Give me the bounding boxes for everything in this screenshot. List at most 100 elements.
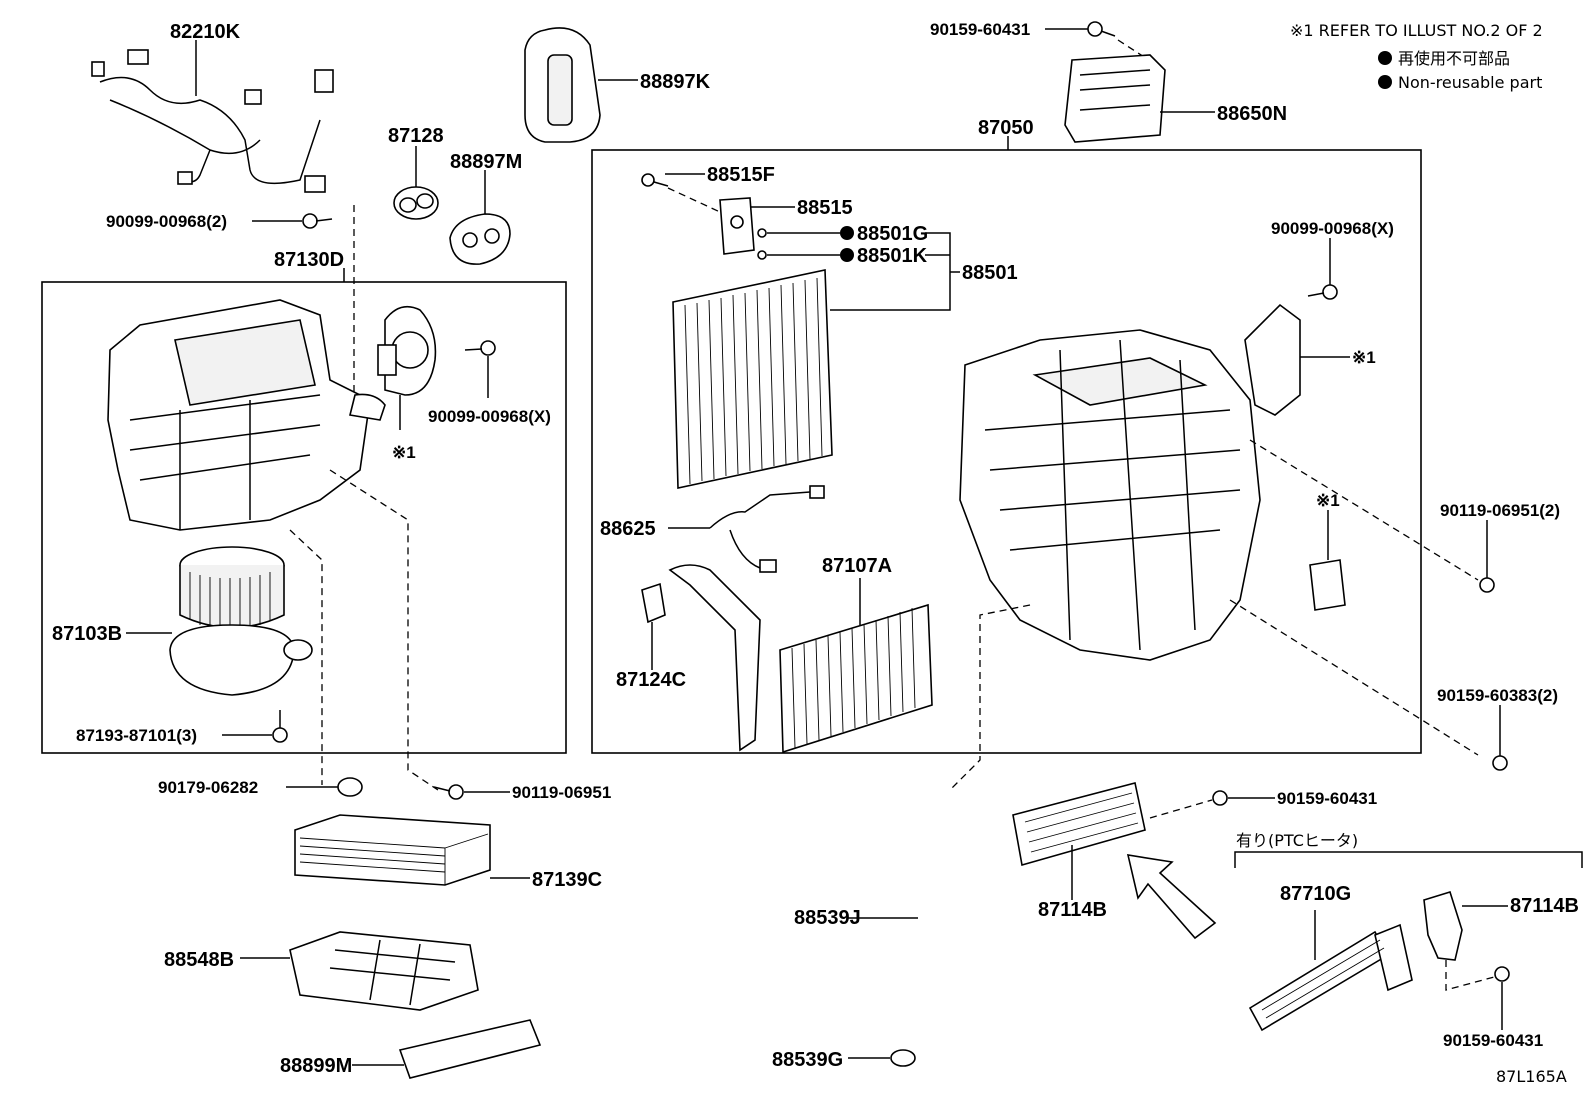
dashed-guide bbox=[289, 529, 323, 785]
plate-88897M bbox=[449, 213, 511, 265]
screw-90099-00968-2 bbox=[302, 213, 333, 229]
screw-90159-60431-right bbox=[1494, 966, 1510, 982]
actuator-small bbox=[1309, 559, 1346, 611]
part-label-87128: 87128 bbox=[388, 125, 444, 147]
part-label-87114B-mid: 87114B bbox=[1038, 899, 1107, 921]
nonreuse-dot-icon bbox=[1378, 51, 1392, 65]
ptc-option-bracket bbox=[1234, 851, 1583, 868]
blower-case bbox=[107, 299, 386, 531]
part-label-87130D: 87130D bbox=[274, 249, 344, 271]
heater-unit-frame bbox=[591, 149, 1422, 754]
part-label-87114B-right: 87114B bbox=[1510, 895, 1579, 917]
clamp-87124C bbox=[641, 582, 666, 624]
dashed-guide bbox=[329, 469, 439, 791]
grommet-87128 bbox=[393, 186, 439, 220]
part-label-88897K: 88897K bbox=[640, 71, 711, 93]
ref1-label-right-mid: ※1 bbox=[1316, 491, 1340, 510]
ref1-label-right-top: ※1 bbox=[1352, 348, 1376, 367]
clip-90179-06282 bbox=[337, 777, 363, 797]
part-label-88501G: 88501G bbox=[857, 223, 928, 245]
dashed-guide bbox=[667, 187, 721, 213]
dashed-guide bbox=[1445, 960, 1495, 991]
part-label-90099-00968-X-right: 90099-00968(X) bbox=[1271, 219, 1394, 238]
drain-hose-88539J bbox=[899, 787, 966, 1043]
tray-88548B bbox=[289, 931, 479, 1011]
hvac-unit-87050 bbox=[959, 329, 1261, 661]
ptc-option-label: 有り(PTCヒータ) bbox=[1236, 831, 1358, 850]
screw-90119-06951-2 bbox=[1479, 577, 1495, 593]
blower-assembly-frame bbox=[41, 281, 567, 754]
actuator-bracket bbox=[1244, 303, 1301, 416]
ptc-heater-87114B-mid bbox=[1012, 782, 1146, 867]
ptc-heater-87710G bbox=[1248, 923, 1413, 1032]
screw-90119-06951 bbox=[433, 784, 464, 800]
part-label-88515F: 88515F bbox=[707, 164, 775, 186]
part-label-90159-60431-top: 90159-60431 bbox=[930, 20, 1030, 39]
damper-cover bbox=[377, 305, 437, 396]
nonreuse-dot-icon bbox=[840, 226, 854, 240]
illustration-code: 87L165A bbox=[1496, 1067, 1567, 1086]
part-label-88650N: 88650N bbox=[1217, 103, 1287, 125]
part-label-90119-06951: 90119-06951 bbox=[512, 783, 611, 802]
o-rings-88501 bbox=[757, 226, 854, 262]
wire-harness-82210K bbox=[91, 49, 334, 193]
legend-notes: ※1 REFER TO ILLUST NO.2 OF 2 再使用不可部品 Non… bbox=[1290, 21, 1543, 92]
ref1-label-left: ※1 bbox=[392, 443, 416, 462]
screw-90159-60383-2 bbox=[1492, 755, 1508, 771]
dashed-guide bbox=[949, 604, 1031, 791]
part-label-88899M: 88899M bbox=[280, 1055, 352, 1077]
nonreuse-dot-icon bbox=[1378, 75, 1392, 89]
thermistor-88625 bbox=[709, 485, 825, 573]
part-label-90159-60383-2: 90159-60383(2) bbox=[1437, 686, 1558, 705]
dashed-guide bbox=[1149, 799, 1213, 819]
nonreuse-note-jp: 再使用不可部品 bbox=[1398, 49, 1510, 68]
part-label-87050: 87050 bbox=[978, 117, 1034, 139]
part-label-90179-06282: 90179-06282 bbox=[158, 778, 258, 797]
part-label-90159-60431-right: 90159-60431 bbox=[1443, 1031, 1543, 1050]
part-label-88625: 88625 bbox=[600, 518, 656, 540]
screw-90099-00968-X-left bbox=[464, 340, 496, 356]
part-label-88515: 88515 bbox=[797, 197, 853, 219]
nonreuse-note-en: Non-reusable part bbox=[1398, 73, 1542, 92]
screw-90099-00968-X-right bbox=[1307, 284, 1338, 300]
leader bbox=[830, 232, 960, 311]
filter-87139C bbox=[294, 814, 491, 886]
ecu-88650N bbox=[1064, 54, 1166, 143]
dashed-guide bbox=[1229, 599, 1479, 756]
part-label-88548B: 88548B bbox=[164, 949, 234, 971]
bolt-88515F bbox=[641, 173, 669, 187]
part-label-88539J: 88539J bbox=[794, 907, 861, 929]
part-label-87103B: 87103B bbox=[52, 623, 122, 645]
screw-87193-87101-3 bbox=[272, 710, 288, 743]
dashed-guide bbox=[1249, 439, 1479, 581]
screw-90159-60431-top bbox=[1087, 21, 1116, 37]
part-label-82210K: 82210K bbox=[170, 21, 241, 43]
part-label-87710G: 87710G bbox=[1280, 883, 1351, 905]
part-label-87193-87101-3: 87193-87101(3) bbox=[76, 726, 197, 745]
refer-note: ※1 REFER TO ILLUST NO.2 OF 2 bbox=[1290, 21, 1543, 40]
part-label-88539G: 88539G bbox=[772, 1049, 843, 1071]
part-label-90099-00968-2: 90099-00968(2) bbox=[106, 212, 227, 231]
expansion-valve-88515 bbox=[719, 197, 755, 255]
part-label-90099-00968-X-left: 90099-00968(X) bbox=[428, 407, 551, 426]
strip-88899M bbox=[398, 1019, 542, 1079]
part-label-88501: 88501 bbox=[962, 262, 1018, 284]
part-label-87124C: 87124C bbox=[616, 669, 686, 691]
grommet-88539G bbox=[890, 1049, 916, 1067]
cover-88897K bbox=[524, 27, 601, 143]
part-label-88501K: 88501K bbox=[857, 245, 928, 267]
part-label-88897M: 88897M bbox=[450, 151, 522, 173]
part-label-87107A: 87107A bbox=[822, 555, 892, 577]
part-label-90119-06951-2: 90119-06951(2) bbox=[1440, 501, 1560, 520]
evaporator-88501 bbox=[672, 269, 833, 489]
bracket-87114B-right bbox=[1423, 891, 1463, 961]
nonreuse-dot-icon bbox=[840, 248, 854, 262]
screw-90159-60431-mid bbox=[1212, 790, 1228, 806]
part-label-87139C: 87139C bbox=[532, 869, 602, 891]
heater-core-87107A bbox=[668, 564, 933, 754]
blower-motor-87103B bbox=[169, 546, 313, 696]
part-label-90159-60431-mid: 90159-60431 bbox=[1277, 789, 1377, 808]
direction-arrow-icon bbox=[1126, 854, 1217, 940]
